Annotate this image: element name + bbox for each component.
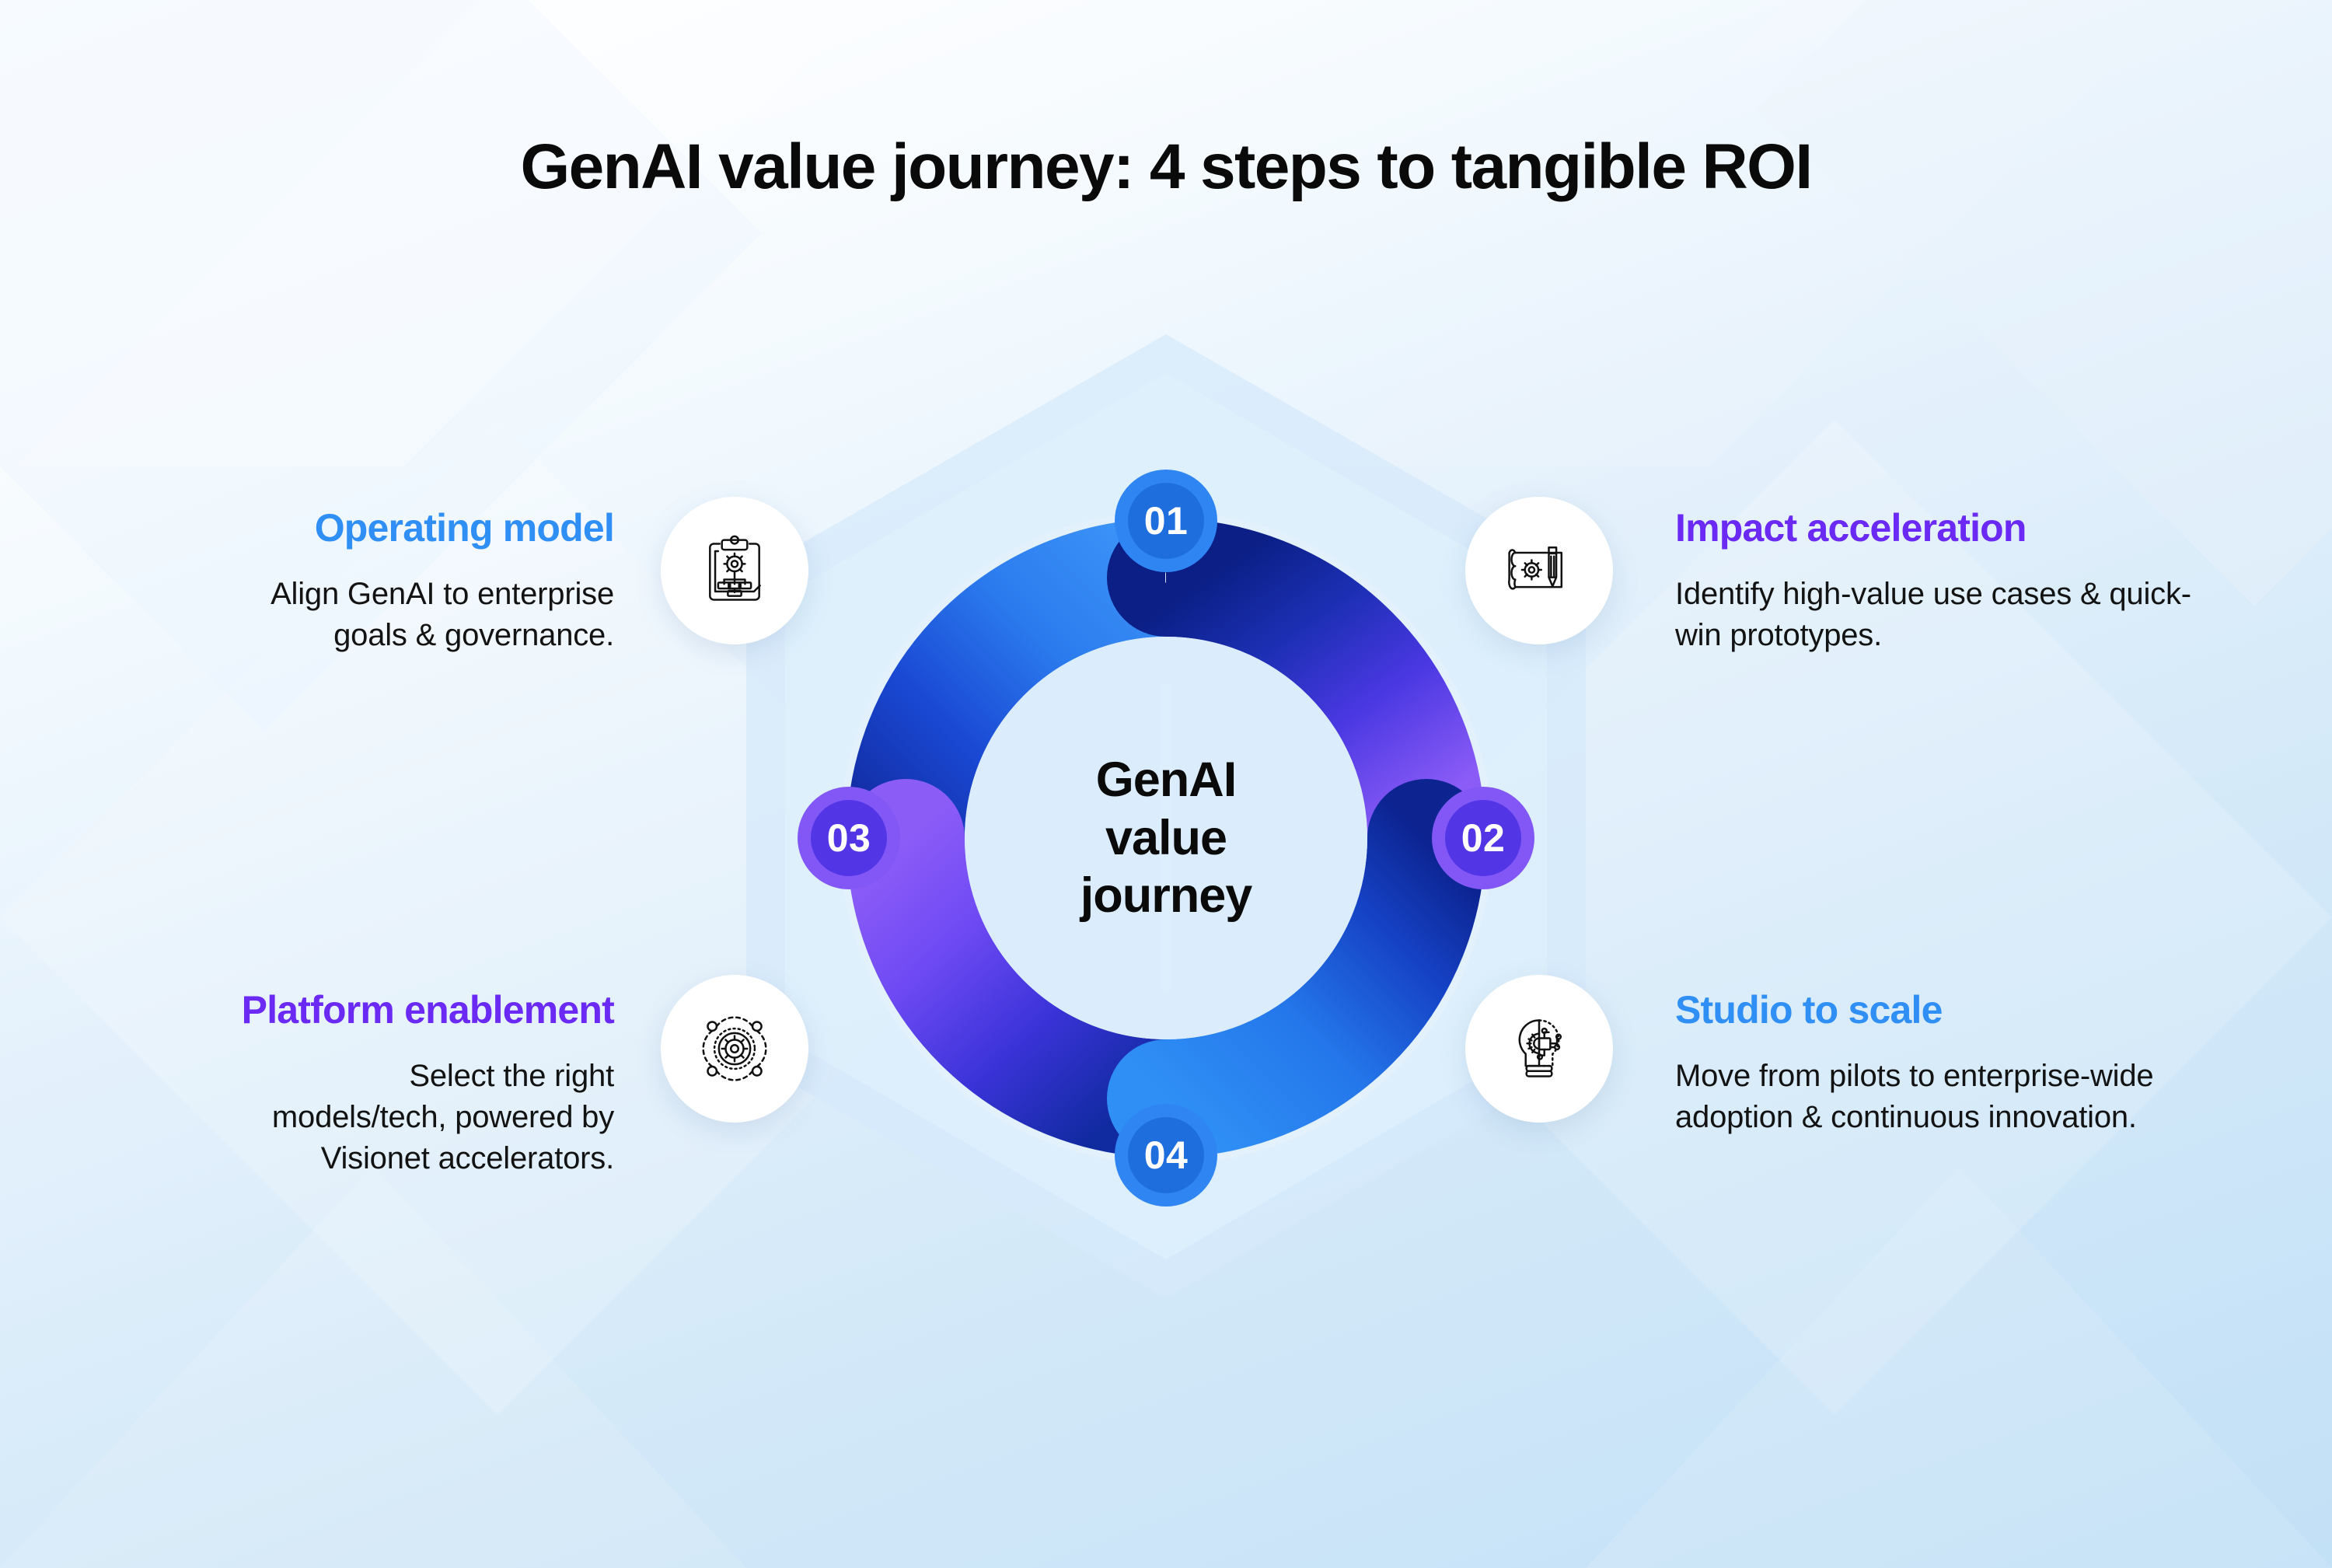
donut-center-label: GenAI value journey	[979, 651, 1353, 1025]
badge-label: 02	[1461, 816, 1506, 860]
center-line-3: journey	[1080, 868, 1253, 924]
icon-bubble-studio-to-scale[interactable]	[1465, 975, 1613, 1123]
step-text-platform-enablement: Platform enablement Select the right mod…	[241, 987, 615, 1180]
step-body-operating-model: Align GenAI to enterprise goals & govern…	[271, 577, 614, 653]
icon-bubble-platform-enablement[interactable]	[661, 975, 808, 1123]
icon-bubble-operating-model[interactable]	[661, 497, 808, 644]
badge-inner-circle	[1445, 800, 1521, 876]
icon-bubble-impact-acceleration[interactable]	[1465, 497, 1613, 644]
step-badge-04[interactable]: 04	[1115, 1104, 1217, 1207]
blueprint-gear-pencil-icon	[1508, 546, 1563, 590]
segment-separators	[1160, 683, 1172, 993]
center-line-1: GenAI	[1095, 752, 1238, 807]
badge-inner-circle	[811, 800, 887, 876]
step-body-platform-enablement: Select the right models/tech, powered by…	[271, 1059, 614, 1176]
step-badge-02[interactable]: 02	[1432, 787, 1534, 889]
step-heading-studio-to-scale: Studio to scale	[1675, 988, 1943, 1032]
page-title: GenAI value journey: 4 steps to tangible…	[520, 131, 1813, 202]
step-body-studio-to-scale: Move from pilots to enterprise-wide adop…	[1675, 1059, 2154, 1135]
badge-inner-circle	[1128, 1117, 1204, 1193]
badge-label: 03	[826, 816, 871, 860]
center-line-2: value	[1105, 810, 1227, 865]
gear-network-nodes-icon	[702, 1016, 767, 1081]
badge-label: 01	[1143, 499, 1189, 543]
step-heading-platform-enablement: Platform enablement	[241, 988, 615, 1032]
step-text-operating-model: Operating model Align GenAI to enterpris…	[241, 505, 615, 656]
step-body-impact-acceleration: Identify high-value use cases & quick-wi…	[1675, 577, 2191, 653]
step-badge-03[interactable]: 03	[798, 787, 900, 889]
badge-inner-circle	[1128, 483, 1204, 559]
step-text-studio-to-scale: Studio to scale Move from pilots to ente…	[1675, 987, 2219, 1138]
value-journey-donut-chart: 01 02 03 04 GenAI value journey	[798, 470, 1534, 1207]
lightbulb-gear-circuit-icon	[1518, 1019, 1562, 1077]
step-text-impact-acceleration: Impact acceleration Identify high-value …	[1675, 505, 2219, 656]
step-badge-01[interactable]: 01	[1115, 470, 1217, 572]
step-heading-operating-model: Operating model	[314, 506, 615, 550]
clipboard-gear-flowchart-icon	[709, 535, 761, 601]
badge-label: 04	[1143, 1133, 1189, 1177]
step-heading-impact-acceleration: Impact acceleration	[1675, 506, 2027, 550]
